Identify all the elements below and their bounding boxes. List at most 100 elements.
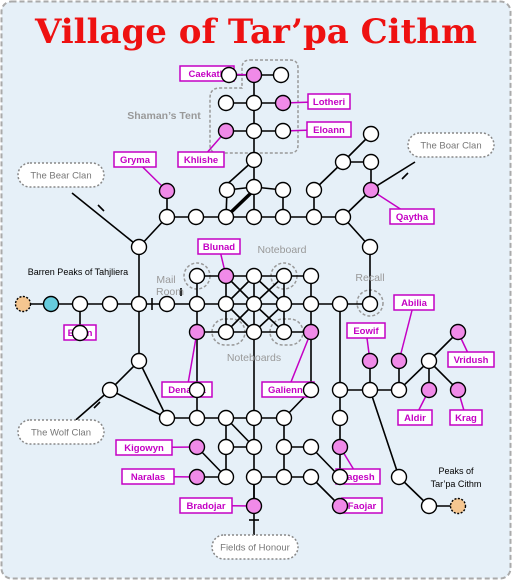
npc-label-box (346, 322, 386, 339)
room-node (217, 409, 235, 427)
npc-name-lotheri: Lotheri (313, 97, 345, 108)
npc-label-kigowyn: Kigowyn (115, 439, 173, 456)
npc-leader-line (398, 302, 415, 362)
region-name: The Wolf Clan (31, 428, 91, 439)
room-node (420, 497, 438, 515)
room-node (245, 497, 263, 515)
room-node (187, 208, 205, 226)
room-node (218, 181, 236, 199)
npc-leader-line (186, 331, 198, 390)
room-node (272, 66, 290, 84)
room-nodes (14, 66, 467, 515)
room-node (361, 352, 379, 370)
npc-name-eloann: Eloann (313, 125, 345, 136)
room-node (361, 381, 379, 399)
npc-name-naralas: Naralas (131, 472, 165, 483)
room-node (305, 208, 323, 226)
npc-name-faojar: Faojar (348, 501, 377, 512)
shamans-tent-outline (209, 59, 299, 154)
room-node (188, 438, 206, 456)
npc-name-aldir: Aldir (404, 413, 426, 424)
room-node (274, 181, 292, 199)
room-node (217, 323, 235, 341)
npc-label-box (397, 409, 433, 426)
room-node (101, 295, 119, 313)
npc-label-krag: Krag (449, 409, 483, 426)
npc-label-eowif: Eowif (346, 322, 386, 339)
room-node (302, 295, 320, 313)
room-node (245, 151, 263, 169)
path-line (109, 389, 168, 419)
room-node (245, 438, 263, 456)
path-line (69, 389, 111, 426)
path-line (138, 360, 168, 419)
room-node (449, 323, 467, 341)
npc-name-caekath: Caekath (189, 69, 226, 80)
room-node (275, 267, 293, 285)
npc-label-box (197, 238, 241, 255)
room-node (245, 66, 263, 84)
room-node (188, 409, 206, 427)
barren-peaks-label: Barren Peaks of Tahjliera (28, 267, 128, 277)
room-node (305, 181, 323, 199)
mail-room-label-line2: Room (156, 286, 184, 298)
room-node (217, 122, 235, 140)
room-node (275, 438, 293, 456)
npc-name-blunad: Blunad (203, 242, 235, 253)
npc-label-box (307, 93, 351, 110)
room-node (331, 438, 349, 456)
room-node (101, 381, 119, 399)
npc-label-bradojar: Bradojar (179, 497, 233, 514)
room-node (390, 381, 408, 399)
npc-name-gryma: Gryma (120, 155, 151, 166)
room-node (217, 468, 235, 486)
npc-name-eowif: Eowif (353, 326, 379, 337)
room-node (217, 267, 235, 285)
npc-name-bradojar: Bradojar (186, 501, 225, 512)
room-node (245, 323, 263, 341)
path-line (71, 192, 140, 248)
room-node (245, 178, 263, 196)
room-node (245, 468, 263, 486)
region-name: Fields of Honour (220, 543, 290, 554)
npc-label-qaytha: Qaytha (389, 208, 435, 225)
room-node (275, 295, 293, 313)
room-node (217, 208, 235, 226)
door-mark (93, 401, 101, 409)
room-node (188, 295, 206, 313)
npc-label-khlishe: Khlishe (177, 151, 225, 168)
room-node (275, 409, 293, 427)
room-node (217, 438, 235, 456)
room-node (71, 295, 89, 313)
room-node (390, 352, 408, 370)
room-node (302, 468, 320, 486)
npc-name-kigowyn: Kigowyn (124, 443, 164, 454)
room-node (130, 238, 148, 256)
room-node (275, 323, 293, 341)
room-node (220, 66, 238, 84)
npc-name-khlishe: Khlishe (184, 155, 218, 166)
room-node (361, 295, 379, 313)
room-node (275, 468, 293, 486)
npc-leader-line (287, 331, 312, 390)
room-node (302, 323, 320, 341)
npc-label-eloann: Eloann (306, 121, 352, 138)
room-node (302, 381, 320, 399)
recall-label: Recall (355, 272, 384, 284)
room-node (245, 295, 263, 313)
mail-room-label-line1: Mail (156, 274, 175, 286)
room-node (331, 381, 349, 399)
room-node (331, 497, 349, 515)
room-node (449, 381, 467, 399)
npc-label-box (115, 439, 173, 456)
room-node (158, 409, 176, 427)
npc-name-galienne: Galienne (268, 385, 308, 396)
room-node (245, 208, 263, 226)
room-node (334, 208, 352, 226)
region-wolf-clan: The Wolf Clan (17, 419, 105, 445)
room-node (217, 295, 235, 313)
npc-label-box (121, 468, 175, 485)
region-cloud (211, 534, 299, 560)
